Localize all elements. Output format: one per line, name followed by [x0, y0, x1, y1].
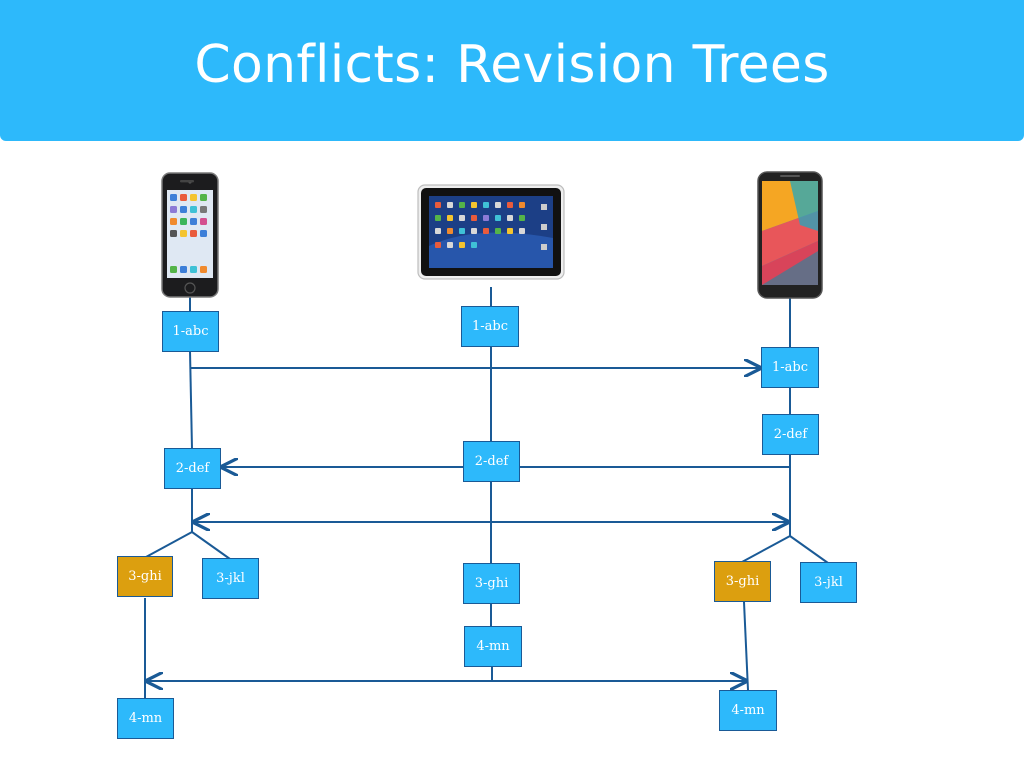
- tablet-icon: [417, 184, 565, 280]
- slide-title: Conflicts: Revision Trees: [194, 34, 830, 95]
- android-rev-4mn: 4-mn: [719, 690, 777, 731]
- android-rev-3jkl: 3-jkl: [800, 562, 857, 603]
- android-rev-3ghi-conflict: 3-ghi: [714, 561, 771, 602]
- android-branch-right: [789, 535, 829, 564]
- tablet-rev-4mn: 4-mn: [464, 626, 522, 667]
- android-line-3: [743, 601, 749, 691]
- tablet-rev-2def: 2-def: [463, 441, 520, 482]
- android-phone-icon: [756, 171, 824, 299]
- iphone-rev-1abc: 1-abc: [162, 311, 219, 352]
- iphone-branch-left: [145, 531, 193, 558]
- iphone-rev-4mn: 4-mn: [117, 698, 174, 739]
- android-rev-1abc: 1-abc: [761, 347, 819, 388]
- android-rev-2def: 2-def: [762, 414, 819, 455]
- iphone-line-1: [189, 350, 193, 450]
- tablet-rev-3ghi: 3-ghi: [463, 563, 520, 604]
- iphone-rev-3jkl: 3-jkl: [202, 558, 259, 599]
- iphone-branch-right: [191, 531, 231, 560]
- iphone-rev-2def: 2-def: [164, 448, 221, 489]
- smartphone-icon: [158, 172, 222, 298]
- title-bar: Conflicts: Revision Trees: [0, 0, 1024, 141]
- android-branch-left: [741, 535, 791, 563]
- tablet-rev-1abc: 1-abc: [461, 306, 519, 347]
- iphone-rev-3ghi-conflict: 3-ghi: [117, 556, 173, 597]
